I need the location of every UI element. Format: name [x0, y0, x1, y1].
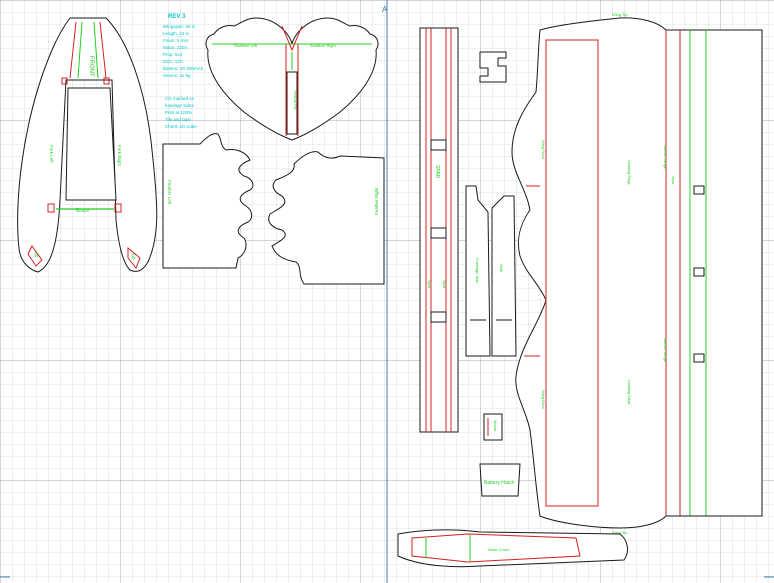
- nose-label: Nose Cover: [488, 547, 510, 552]
- feather-left-outline: [162, 133, 254, 269]
- fork-tab-bottom-right: [114, 203, 122, 213]
- wing-hinge-top-label: Aileron Hinge: [663, 145, 668, 170]
- wing-slot-top: [693, 185, 705, 195]
- spec-line: Battery: 2S 500mAh: [163, 66, 204, 71]
- wing-root-top-label: Wing Root: [541, 140, 546, 160]
- nose-outline: [397, 529, 628, 568]
- cg-line: Tile and tape: [165, 117, 191, 122]
- build-notes: REV 3 Wingspan: 28 in Length: 24 in Foam…: [163, 14, 204, 129]
- tail-outline: [205, 17, 379, 141]
- tail-right-label: Stabilizer Right: [310, 44, 336, 48]
- fork-tip-left-label: Tip: [31, 250, 40, 259]
- spar-mid-label-b: Spar: [442, 280, 447, 289]
- cg-line: CG marked on: [165, 96, 195, 101]
- fork-score-line-left: [77, 21, 83, 79]
- feather-parts: Feather Left Feather Right: [162, 133, 385, 285]
- fuselage-side-b-label: Side: [499, 264, 504, 273]
- fuselage-sides: Fuselage Side Side: [465, 185, 517, 357]
- battery-hatch-label: Battery Hatch: [484, 480, 515, 486]
- fork-tip-right-label: Tip: [128, 252, 137, 261]
- tail-left-label: Stabilizer Left: [234, 44, 258, 48]
- fork-top-label: FRONT: [88, 56, 94, 77]
- wing-inner-red: [545, 39, 599, 507]
- spec-line: Wingspan: 28 in: [163, 24, 196, 29]
- fork-inner-gap: [65, 87, 117, 201]
- mount-outline: [483, 413, 503, 441]
- fuselage-side-a-label: Fuselage Side: [475, 258, 480, 284]
- wing-root-bottom-label: Wing Root: [541, 390, 546, 410]
- spar-slot-bottom: [430, 311, 447, 323]
- fork-tab-top-right: [103, 77, 110, 85]
- page-corner-mark: A: [382, 5, 388, 14]
- fork-part: Brace FRONT Fork Left Fork Right Tip Tip: [17, 17, 158, 273]
- spec-line: Servos: 2x 9g: [163, 73, 191, 78]
- rev-label: REV 3: [168, 14, 186, 20]
- tail-fin-slot: [286, 71, 298, 135]
- spar-mid-label-a: Spar: [427, 280, 432, 289]
- tail-center-v: [281, 25, 303, 52]
- fork-cut-line-left: [69, 21, 77, 79]
- wing-slot-bottom: [693, 353, 705, 363]
- tail-part: Stabilizer Left Stabilizer Right Vertica…: [205, 17, 379, 141]
- nose-part: Nose Cover: [397, 529, 628, 568]
- tail-center-label: Vertical Fin: [293, 90, 298, 110]
- fuselage-side-a: [465, 185, 491, 357]
- mount-label: Mount: [493, 420, 498, 432]
- spar-top-label: SPAR: [434, 165, 440, 179]
- spar-slot-top: [430, 139, 447, 151]
- feather-right-outline: [268, 151, 385, 285]
- fork-tab-bottom-left: [47, 203, 55, 213]
- fuselage-side-b: [491, 195, 517, 357]
- fork-cut-line-right: [99, 21, 107, 79]
- spec-line: Foam: 5 mm: [163, 38, 189, 43]
- spar-part: SPAR Spar Spar: [419, 27, 459, 433]
- wing-leading-top-label: Leading Edge: [627, 160, 632, 185]
- fork-score-line-right: [93, 21, 99, 79]
- spec-line: Motor: 2204: [163, 45, 188, 50]
- fork-tip-right: [127, 246, 141, 269]
- fork-brace-label: Brace: [76, 208, 89, 214]
- spar-side-label: Spar: [671, 176, 676, 185]
- wing-hinge-bottom-label: Aileron Hinge: [663, 338, 668, 363]
- fork-left-label: Fork Left: [49, 145, 54, 164]
- battery-hatch-outline: [479, 463, 521, 497]
- feather-right-label: Feather Right: [374, 187, 379, 215]
- cg-line: Check 1in scale: [165, 124, 197, 129]
- cg-line: Print at 100%: [165, 110, 192, 115]
- feather-left-label: Feather Left: [167, 180, 172, 205]
- nose-inner-red: [411, 533, 581, 563]
- spec-line: Length: 24 in: [163, 31, 190, 36]
- fork-outline: [17, 17, 158, 273]
- fork-tip-left: [27, 245, 43, 267]
- wing-outline: [511, 17, 763, 529]
- battery-hatch-part: Battery Hatch: [479, 463, 521, 497]
- fork-right-label: Fork Right: [117, 145, 122, 167]
- wing-panel: Wing Root Wing Root Leading Edge Leading…: [511, 12, 763, 535]
- fork-tab-top-left: [61, 77, 68, 85]
- wing-tip-top-label: Wing Tip: [612, 12, 628, 17]
- wing-slot-mid: [693, 267, 705, 277]
- mount-part: Mount: [483, 413, 503, 441]
- spec-line: ESC: 12A: [163, 59, 183, 64]
- cg-line: fuselage sides: [165, 103, 195, 108]
- wing-tip-bottom-label: Wing Tip: [612, 530, 628, 535]
- wing-leading-bottom-label: Leading Edge: [627, 380, 632, 405]
- h-bracket-part: [479, 51, 507, 83]
- spec-line: Prop: 6x4: [163, 52, 183, 57]
- spar-slot-mid: [430, 227, 447, 239]
